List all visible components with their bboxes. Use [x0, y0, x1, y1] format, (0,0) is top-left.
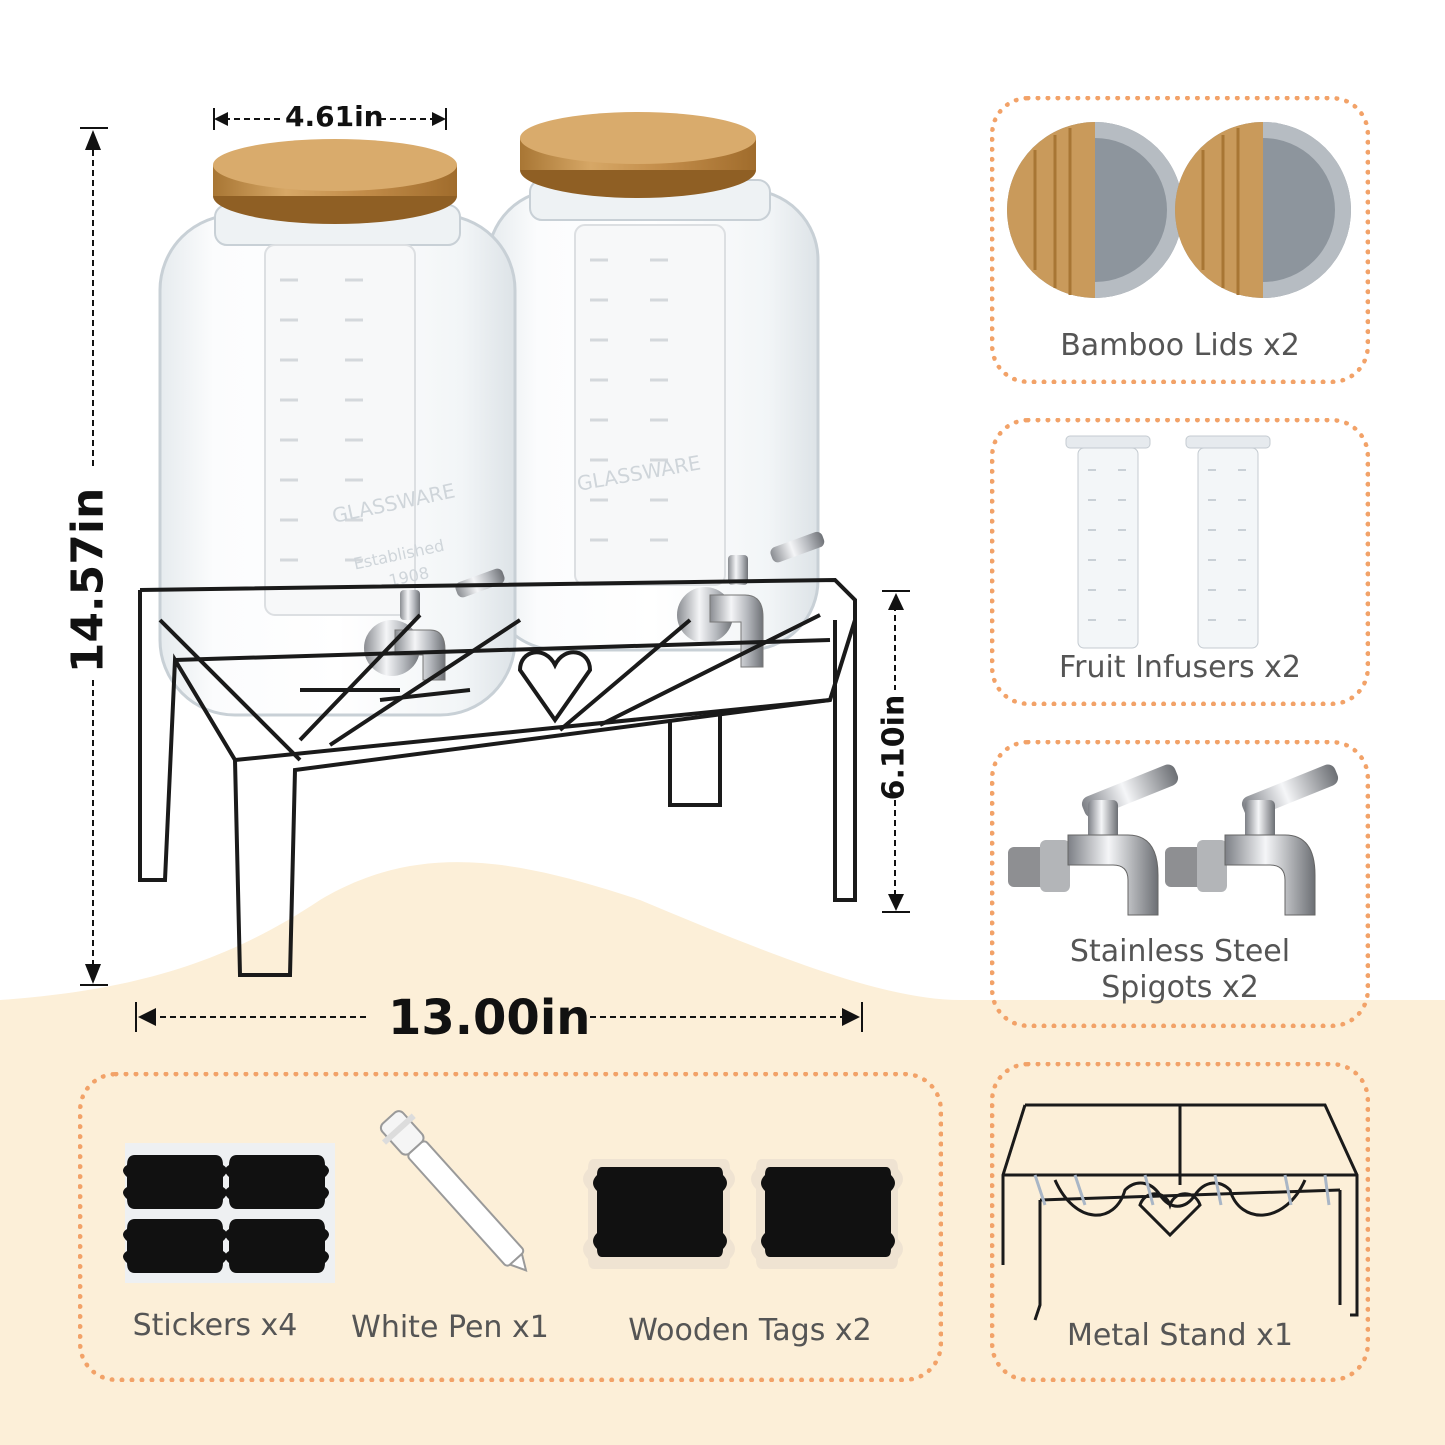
- metal-stand-icon: [1001, 1103, 1359, 1321]
- wooden-tags-icon: [583, 1159, 903, 1269]
- bamboo-lids-label: Bamboo Lids x2: [1060, 328, 1300, 363]
- metal-stand-label: Metal Stand x1: [1067, 1318, 1293, 1353]
- spigots-card: [990, 740, 1370, 1028]
- lid-width-label: 4.61in: [285, 100, 384, 133]
- right-jar-spigot: [677, 531, 825, 668]
- fruit-infusers-card: [990, 418, 1370, 706]
- stickers-icon: [123, 1143, 335, 1283]
- fruit-infusers-label: Fruit Infusers x2: [1059, 650, 1301, 685]
- bamboo-lid-1: [1007, 122, 1183, 298]
- left-jar-spigot: [364, 568, 505, 681]
- metal-stand-main: [138, 577, 857, 977]
- spigots-label-line1: Stainless Steel: [1069, 934, 1291, 969]
- white-pen-label: White Pen x1: [351, 1310, 549, 1345]
- bamboo-lid-icon: [1007, 122, 1351, 298]
- fruit-infuser-1: [1065, 435, 1151, 649]
- spigots-label: Stainless Steel Spigots x2: [990, 934, 1370, 1006]
- bamboo-lid-2: [1175, 122, 1351, 298]
- right-jar: GLASSWARE: [486, 112, 820, 652]
- spigot-2: [1165, 764, 1339, 916]
- accessories-card: [78, 1072, 943, 1382]
- metal-stand-card: [990, 1062, 1370, 1382]
- total-height-label: 14.57in: [62, 487, 114, 674]
- spigot-1: [1008, 764, 1179, 916]
- bamboo-lids-card: [990, 96, 1370, 384]
- white-pen-icon: [379, 1110, 528, 1272]
- total-width-label: 13.00in: [388, 990, 591, 1046]
- spigot-icon: [1008, 764, 1339, 916]
- spigots-label-line2: Spigots x2: [1101, 970, 1259, 1005]
- fruit-infuser-2: [1185, 435, 1271, 649]
- stickers-label: Stickers x4: [132, 1308, 298, 1343]
- fruit-infuser-icon: [1065, 435, 1271, 649]
- wooden-tags-label: Wooden Tags x2: [628, 1313, 872, 1348]
- stand-height-label: 6.10in: [876, 694, 912, 801]
